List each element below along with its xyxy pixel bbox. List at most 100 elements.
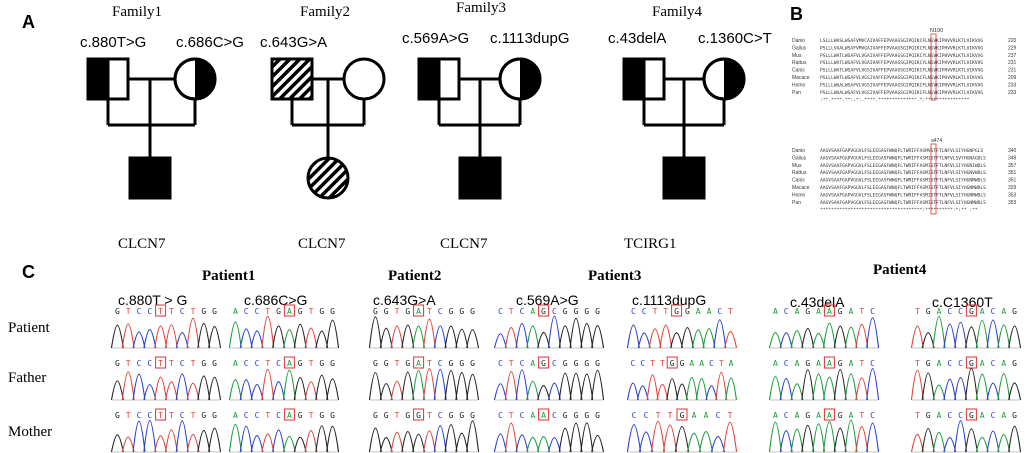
peak-c3-r1-3: [526, 380, 540, 401]
alignment-bottom-seq-3: AAGVSAAFGAPVGGVLFSLEEGASFWNQFLTWRIFFASMI…: [820, 170, 986, 176]
base-c5-r2-4: A: [816, 411, 821, 420]
alignment-top-num-5: 209: [1008, 75, 1017, 81]
base-c0-r1-1: T: [126, 359, 131, 368]
peak-c4-r2-7: [710, 436, 726, 453]
alignment-bottom-species-0: Danio: [792, 148, 805, 154]
peak-c1-r1-9: [326, 378, 340, 401]
peak-c3-r0-3: [526, 325, 540, 349]
peak-c2-r1-4: [412, 369, 426, 401]
peak-c2-r1-9: [466, 373, 480, 401]
base-c0-r2-7: T: [191, 411, 196, 420]
peak-c6-r0-9: [1008, 325, 1022, 349]
family4-patient-symbol: [662, 156, 706, 200]
base-c3-r1-7: G: [574, 359, 579, 368]
peak-c3-r0-9: [591, 325, 605, 349]
base-c4-r2-5: A: [692, 411, 697, 420]
base-c2-r2-2: T: [395, 411, 400, 420]
peak-c5-r2-8: [855, 426, 869, 453]
peak-c1-r0-1: [239, 328, 253, 349]
peak-c1-r1-6: [293, 376, 307, 401]
base-c2-r0-5: T: [427, 307, 432, 316]
base-c3-r1-9: G: [595, 359, 600, 368]
base-c4-r1-6: A: [689, 359, 694, 368]
peak-c3-r1-1: [504, 371, 518, 401]
family4-pedigree: [622, 57, 746, 200]
peak-c1-r0-5: [282, 329, 296, 349]
base-c2-r1-1: G: [384, 359, 389, 368]
alignment-top-species-5: Macace: [792, 75, 810, 81]
alignment-bottom-num-0: 340: [1008, 148, 1017, 154]
base-c2-r0-6: C: [438, 307, 443, 316]
variant-box-c6-r0: [965, 304, 977, 317]
peak-c1-r0-9: [326, 319, 340, 349]
peak-c4-r0-5: [680, 327, 694, 349]
row-label-mother: Mother: [8, 424, 53, 440]
peak-c5-r2-3: [801, 424, 815, 453]
base-c1-r1-2: C: [255, 359, 260, 368]
base-c6-r1-2: A: [937, 359, 942, 368]
base-c6-r2-6: A: [980, 411, 985, 420]
base-c4-r0-3: T: [663, 307, 668, 316]
base-c2-r2-8: G: [459, 411, 464, 420]
base-c2-r0-9: G: [470, 307, 475, 316]
peak-c6-r2-2: [932, 431, 946, 453]
base-c3-r0-1: T: [509, 307, 514, 316]
peak-c1-r0-8: [315, 330, 329, 349]
base-c1-r0-8: G: [319, 307, 324, 316]
base-c5-r1-1: C: [784, 359, 789, 368]
alignment-top-species-6: Homo: [792, 82, 806, 88]
family4-title: Family4: [652, 4, 703, 20]
base-c6-r2-5: G: [969, 411, 974, 420]
peak-c0-r1-4: [154, 376, 168, 401]
alignment-bottom-consensus: *************************************:**…: [820, 207, 978, 213]
base-c0-r2-6: C: [180, 411, 185, 420]
base-c1-r2-2: C: [255, 411, 260, 420]
peak-c5-r0-6: [833, 325, 847, 349]
family4-mother-mutation: c.1360C>T: [698, 30, 772, 47]
peak-c0-r1-7: [186, 382, 200, 401]
peak-c3-r1-5: [547, 382, 561, 401]
base-c2-r2-5: T: [427, 411, 432, 420]
peak-c5-r0-9: [866, 317, 880, 349]
peak-c6-r0-6: [975, 319, 989, 349]
base-c5-r1-4: A: [816, 359, 821, 368]
peak-c1-r0-0: [228, 321, 242, 349]
peak-c4-r0-1: [637, 332, 651, 349]
peak-c1-r2-9: [326, 425, 340, 453]
base-c1-r2-8: G: [319, 411, 324, 420]
peak-c6-r2-5: [964, 428, 978, 453]
base-c2-r1-2: T: [395, 359, 400, 368]
peak-c0-r2-2: [132, 420, 146, 453]
family2-title: Family2: [300, 4, 351, 20]
base-c4-r2-1: C: [644, 411, 649, 420]
alignment-top-num-1: 229: [1008, 45, 1017, 51]
peak-c0-r2-5: [164, 429, 178, 453]
family3-gene: CLCN7: [440, 236, 488, 252]
peak-c2-r1-3: [401, 371, 415, 401]
peak-c6-r2-7: [986, 430, 1000, 453]
peak-c0-r0-3: [143, 329, 157, 349]
base-c4-r0-8: C: [717, 307, 722, 316]
alignment-top-num-0: 220: [1008, 38, 1017, 44]
base-c3-r0-7: G: [574, 307, 579, 316]
peak-c3-r0-1: [504, 326, 518, 349]
base-c5-r1-0: A: [773, 359, 778, 368]
base-c6-r1-3: C: [947, 359, 952, 368]
base-c0-r1-7: T: [191, 359, 196, 368]
variant-box-c0-r0: [155, 304, 167, 317]
peak-c4-r2-0: [626, 424, 642, 453]
peak-c0-r1-5: [164, 381, 178, 401]
peak-c4-r1-6: [685, 376, 698, 401]
base-c1-r1-6: G: [298, 359, 303, 368]
peak-c4-r1-8: [705, 385, 718, 401]
base-c5-r1-6: G: [838, 359, 843, 368]
peak-c0-r2-4: [154, 435, 168, 453]
base-c6-r0-2: A: [937, 307, 942, 316]
peak-c4-r0-6: [691, 329, 705, 349]
alignment-bottom-num-7: 353: [1008, 200, 1017, 206]
family2-father-symbol: [270, 57, 314, 101]
alignment-bottom-seq-7: AAGVSAAFGAPVGGVLFSLEEGASFWNQFLTWRIFFASMI…: [820, 200, 986, 206]
base-c3-r1-3: A: [530, 359, 535, 368]
